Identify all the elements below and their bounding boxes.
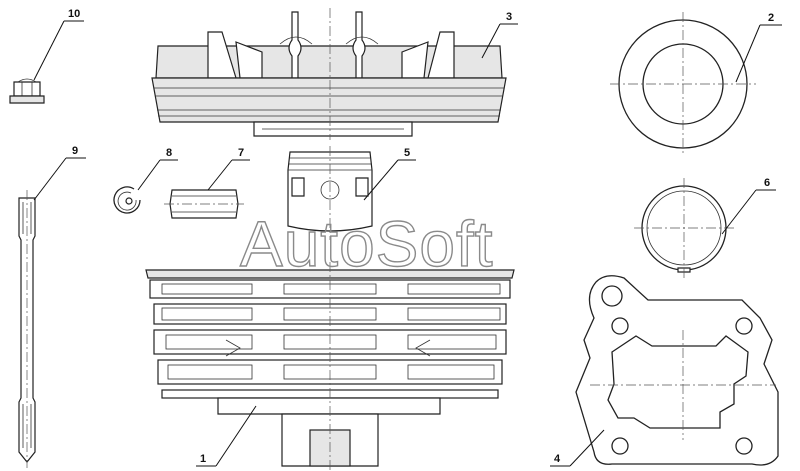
leader-lines	[33, 20, 782, 467]
callout-2: 2	[768, 12, 774, 24]
callout-labels: 10 9 8 7 5 3 2 6 1 4	[68, 8, 774, 465]
callout-8: 8	[166, 147, 172, 159]
callout-6: 6	[764, 177, 770, 189]
cylinder-block	[145, 262, 515, 470]
flange-nut	[9, 78, 45, 104]
callout-9: 9	[72, 145, 78, 157]
cylinder-head	[151, 8, 507, 140]
base-gasket	[575, 275, 779, 466]
head-gasket	[610, 12, 756, 156]
piston-pin-circlip	[113, 186, 141, 214]
stud-bolt	[18, 190, 36, 468]
callout-4: 4	[554, 453, 561, 465]
piston	[287, 146, 373, 240]
piston-ring	[634, 178, 734, 278]
piston-pin	[164, 189, 244, 219]
autosoft-watermark: AutoSoft	[240, 208, 494, 280]
callout-3: 3	[506, 11, 512, 23]
callout-10: 10	[68, 8, 80, 20]
callout-5: 5	[404, 147, 410, 159]
callout-1: 1	[200, 453, 206, 465]
callout-7: 7	[238, 147, 244, 159]
